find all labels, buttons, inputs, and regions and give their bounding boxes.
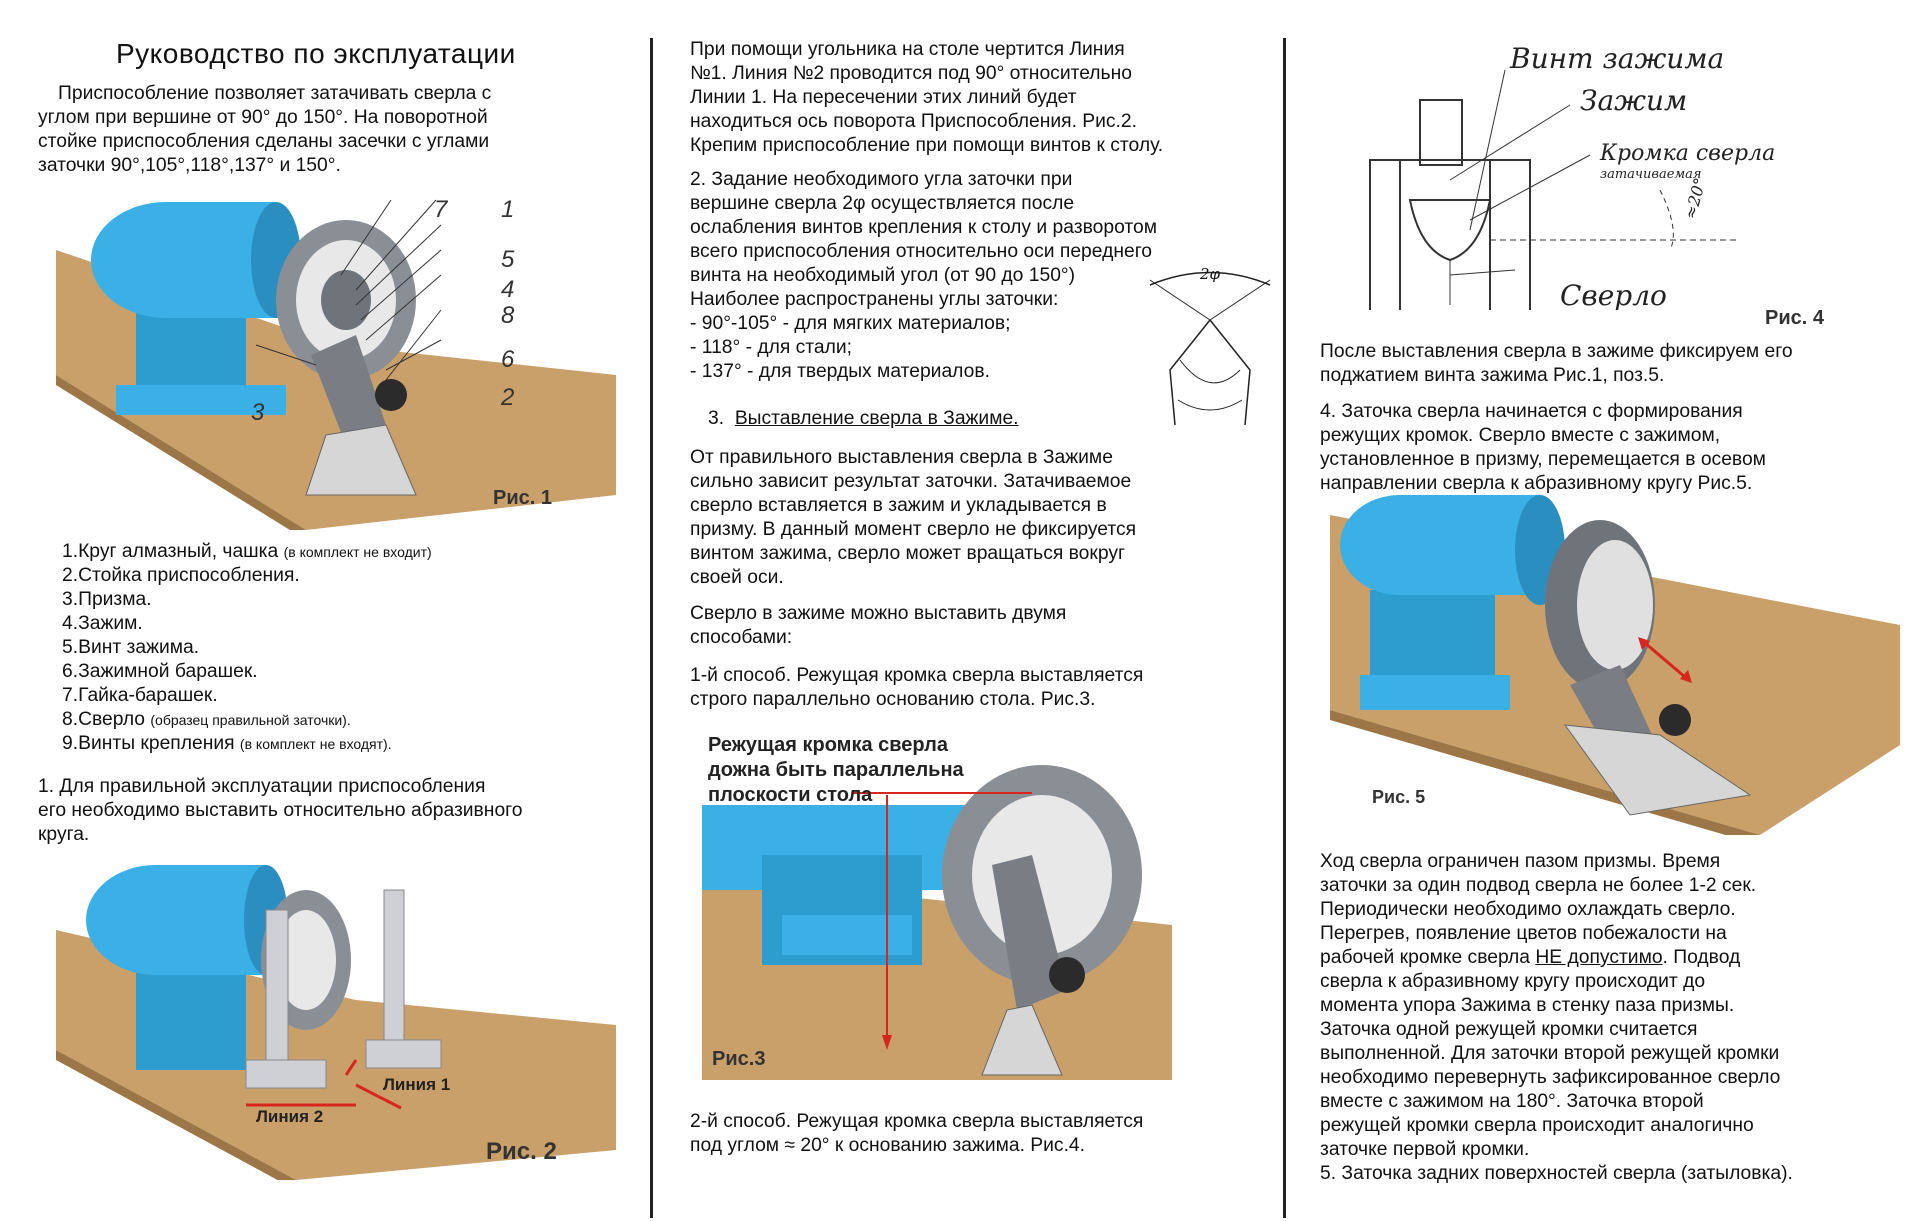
column-1: Руководство по эксплуатации Приспособлен… (38, 0, 638, 1221)
figure-5-caption: Рис. 5 (1372, 787, 1426, 807)
column-divider-right (1283, 38, 1286, 1218)
page-title: Руководство по эксплуатации (116, 38, 516, 69)
figure-3-drawing (702, 735, 1172, 1080)
label-clamp-screw: Винт зажима (1509, 42, 1724, 75)
figure-1-callouts: 7 1 5 4 8 6 2 3 (251, 196, 515, 426)
intro-paragraph: Приспособление позволяет затачивать свер… (38, 83, 492, 176)
parts-list: 1.Круг алмазный, чашка (в комплект не вх… (62, 540, 432, 756)
angle-setting-paragraph: 2. Задание необходимого угла заточки при… (690, 169, 1157, 382)
step-1-paragraph: 1. Для правильной эксплуатации приспособ… (38, 776, 523, 845)
method-2-paragraph: 2-й способ. Режущая кромка сверла выстав… (690, 1111, 1144, 1156)
callout-3: 3 (251, 399, 265, 426)
parts-list-item: 4.Зажим. (62, 613, 143, 634)
column-3: Винт зажима Зажим Кромка сверла затачива… (1320, 0, 1900, 1221)
callout-5: 5 (501, 246, 515, 273)
label-drill-edge: Кромка сверла (1599, 141, 1775, 166)
figure-2-caption: Рис. 2 (486, 1138, 557, 1165)
parts-list-item: 7.Гайка-барашек. (62, 685, 218, 706)
column-2: При помощи угольника на столе чертится Л… (690, 0, 1271, 1221)
callout-4: 4 (501, 276, 514, 303)
figure-4-labels: Винт зажима Зажим Кромка сверла затачива… (1509, 42, 1775, 310)
label-drill-edge-sub: затачиваемая (1600, 167, 1702, 182)
figure-2-line-2-label: Линия 2 (256, 1107, 324, 1126)
callout-7: 7 (434, 196, 449, 223)
parts-list-item: 2.Стойка приспособления. (62, 565, 300, 586)
drill-angle-sketch (1149, 271, 1271, 426)
figure-4-caption: Рис. 4 (1765, 307, 1824, 329)
parts-list-item: 1.Круг алмазный, чашка (в комплект не вх… (62, 541, 432, 562)
parts-list-item: 6.Зажимной барашек. (62, 661, 258, 682)
figure-3-caption: Рис.3 (712, 1048, 766, 1070)
parts-list-item: 3.Призма. (62, 589, 152, 610)
two-ways-paragraph: Сверло в зажиме можно выставить двумя сп… (690, 603, 1067, 648)
sharpening-start-paragraph: 4. Заточка сверла начинается с формирова… (1320, 401, 1766, 494)
callout-1: 1 (501, 196, 514, 223)
clamp-setup-paragraph: От правильного выставления сверла в Зажи… (690, 447, 1137, 588)
angle-2phi-label: 2φ (1200, 265, 1221, 283)
figure-2-drawing (56, 865, 616, 1180)
section-3-heading: 3. Выставление сверла в Зажиме. (708, 408, 1019, 429)
label-angle-20: ≈20° (1681, 176, 1710, 221)
figure-1-drawing (56, 199, 616, 530)
parts-list-item: 5.Винт зажима. (62, 637, 200, 658)
column-divider-left (650, 38, 653, 1218)
sharpening-details-paragraph: Ход сверла ограничен пазом призмы. Время… (1320, 851, 1781, 1160)
callout-2: 2 (500, 384, 514, 411)
figure-5-drawing (1330, 495, 1900, 835)
callout-8: 8 (501, 302, 515, 329)
not-allowed-text: НЕ допустимо (1535, 947, 1663, 968)
figure-4-drawing (1369, 69, 1740, 310)
callout-6: 6 (501, 346, 515, 373)
figure-2-line-1-label: Линия 1 (383, 1075, 451, 1094)
method-1-paragraph: 1-й способ. Режущая кромка сверла выстав… (690, 665, 1144, 710)
back-surfaces-paragraph: 5. Заточка задних поверхностей сверла (з… (1320, 1163, 1793, 1184)
label-clamp: Зажим (1580, 84, 1687, 117)
parts-list-item: 8.Сверло (образец правильной заточки). (62, 709, 351, 730)
figure-3-note: Режущая кромка сверла дожна быть паралле… (708, 734, 964, 806)
parts-list-item: 9.Винты крепления (в комплект не входят)… (62, 733, 392, 754)
fix-drill-paragraph: После выставления сверла в зажиме фиксир… (1320, 341, 1793, 386)
line-setup-paragraph: При помощи угольника на столе чертится Л… (690, 39, 1164, 156)
figure-1-caption: Рис. 1 (493, 487, 552, 509)
label-drill: Сверло (1560, 279, 1667, 310)
